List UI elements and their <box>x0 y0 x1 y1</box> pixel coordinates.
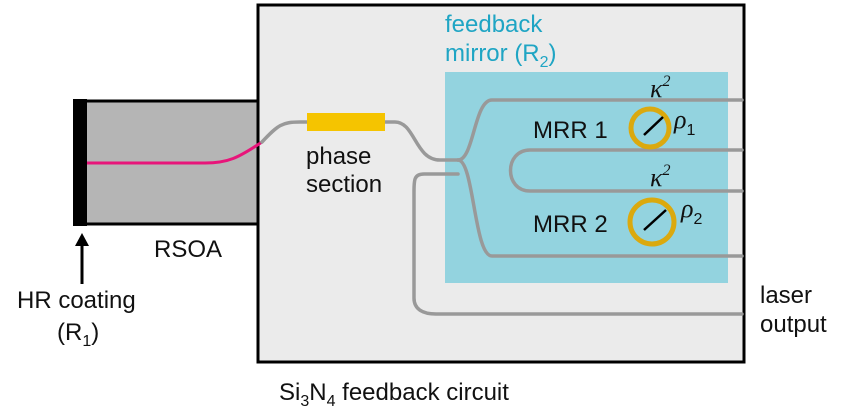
mrr2-ring <box>627 197 677 247</box>
kappa2-label: κ2 <box>650 162 670 192</box>
hr-coating-facet <box>73 99 87 226</box>
rsoa-block <box>73 99 263 226</box>
feedback-mirror-label-line1: feedback <box>445 11 543 38</box>
circuit-caption: Si3N4 feedback circuit <box>279 379 509 410</box>
hr-coating-label-line2: (R1) <box>57 319 99 350</box>
rsoa-waveguide <box>87 140 263 165</box>
input-waveguide <box>260 120 460 162</box>
rsoa-label: RSOA <box>154 236 222 263</box>
laser-output-label-line2: output <box>760 311 827 338</box>
hr-coating-arrow <box>75 233 89 284</box>
rho1-label: ρ1 <box>673 105 695 139</box>
mrr2-label: MRR 2 <box>533 211 608 238</box>
loop-waveguide <box>508 148 744 193</box>
phase-section-heater <box>307 113 385 131</box>
splitter-arm-top <box>456 98 744 162</box>
mrr1-label: MRR 1 <box>533 117 608 144</box>
feedback-mirror-region <box>445 72 728 283</box>
hr-coating-label-line1: HR coating <box>17 287 136 314</box>
feedback-mirror-label-line2: mirror (R2) <box>445 40 557 71</box>
phase-section-label-line2: section <box>306 171 382 198</box>
waveguides <box>260 98 744 316</box>
kappa1-label: κ2 <box>650 73 670 103</box>
rho2-label: ρ2 <box>680 194 702 228</box>
laser-output-label-line1: laser <box>760 282 812 309</box>
phase-section-label-line1: phase <box>306 143 371 170</box>
output-waveguide <box>412 172 744 316</box>
splitter-arm-bottom <box>456 158 744 258</box>
mrr1-ring <box>628 106 672 150</box>
